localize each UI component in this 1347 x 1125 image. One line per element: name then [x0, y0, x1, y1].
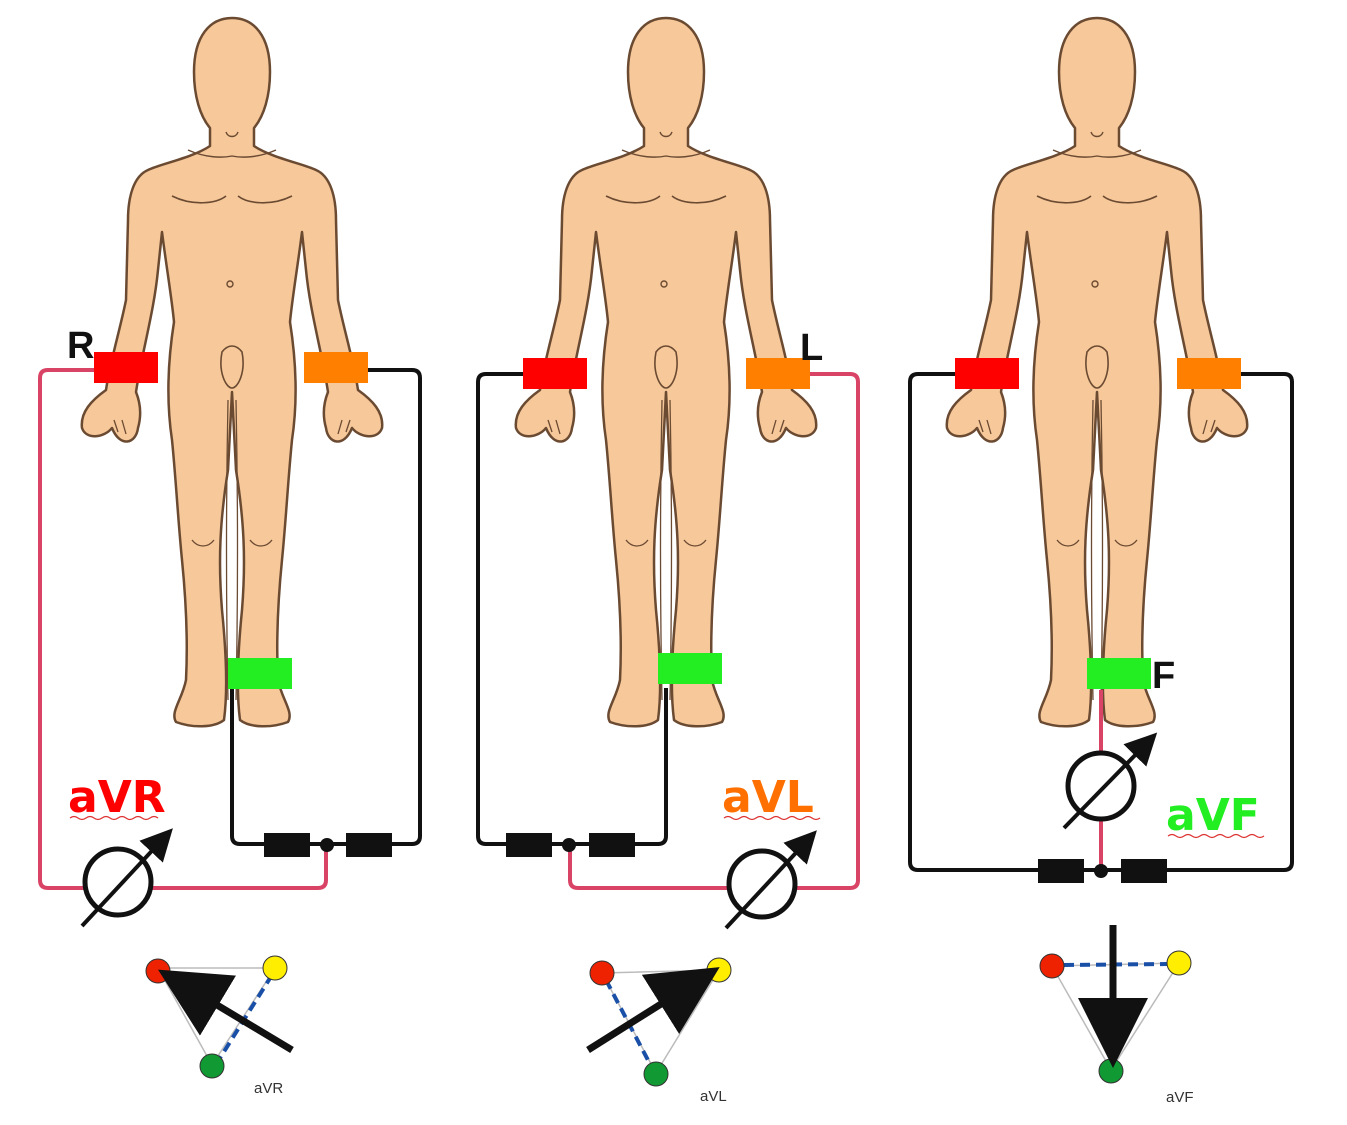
- electrode-left-foot: [658, 653, 722, 684]
- einthoven-triangle: aVF: [1039, 925, 1194, 1106]
- electrode-right-arm: [94, 352, 158, 383]
- resistor: [589, 833, 635, 857]
- galvanometer-icon: [726, 848, 798, 920]
- wire-black: [230, 368, 422, 846]
- node-red: [145, 958, 171, 984]
- einthoven-triangle: aVL: [586, 957, 732, 1105]
- triangle-label: aVL: [700, 1088, 727, 1105]
- galvanometer-icon: [82, 846, 154, 918]
- node-yellow: [262, 955, 288, 981]
- wire-red: [38, 368, 328, 890]
- resistor: [264, 833, 310, 857]
- wire-red: [568, 372, 860, 890]
- wire-black: [908, 372, 1030, 872]
- lead-vector-arrow: [157, 969, 294, 1054]
- panel-avf: F aVF aVF: [908, 16, 1294, 1106]
- lead-label: aVF: [1166, 790, 1260, 841]
- panel-avr: R aVR aVR: [38, 16, 422, 1097]
- electrode-right-arm: [955, 358, 1019, 389]
- node-yellow: [1166, 950, 1192, 976]
- node-green: [643, 1061, 669, 1087]
- limb-letter: L: [800, 327, 823, 369]
- node-green: [1098, 1058, 1124, 1084]
- electrode-left-arm: [1177, 358, 1241, 389]
- junction-dot: [562, 838, 576, 852]
- wire-black: [1172, 372, 1294, 872]
- triangle-label: aVF: [1166, 1089, 1194, 1106]
- lead-vector-arrow: [586, 967, 720, 1053]
- node-yellow: [706, 957, 732, 983]
- triangle-label: aVR: [254, 1080, 283, 1097]
- electrode-left-foot: [228, 658, 292, 689]
- node-green: [199, 1053, 225, 1079]
- wire-black: [476, 372, 668, 846]
- electrode-right-arm: [523, 358, 587, 389]
- panel-avl: L aVL aVL: [476, 16, 860, 1105]
- lead-label: aVL: [722, 772, 814, 823]
- galvanometer-icon: [1065, 750, 1137, 822]
- limb-letter: R: [67, 325, 94, 367]
- resistor: [506, 833, 552, 857]
- resistor: [1121, 859, 1167, 883]
- electrode-left-foot: [1087, 658, 1151, 689]
- resistor: [1038, 859, 1084, 883]
- electrode-left-arm: [304, 352, 368, 383]
- electrode-left-arm: [746, 358, 810, 389]
- lead-label: aVR: [68, 772, 166, 823]
- limb-letter: F: [1152, 655, 1175, 697]
- junction-dot: [320, 838, 334, 852]
- node-red: [1039, 953, 1065, 979]
- node-red: [589, 960, 615, 986]
- einthoven-triangle: aVR: [145, 955, 294, 1097]
- junction-dot: [1094, 864, 1108, 878]
- resistor: [346, 833, 392, 857]
